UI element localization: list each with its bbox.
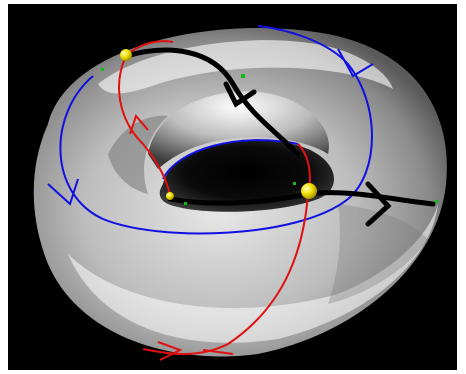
torus-scene (8, 4, 457, 370)
point-inner (166, 192, 174, 200)
point-right (301, 183, 317, 199)
point-top-left (120, 49, 132, 61)
